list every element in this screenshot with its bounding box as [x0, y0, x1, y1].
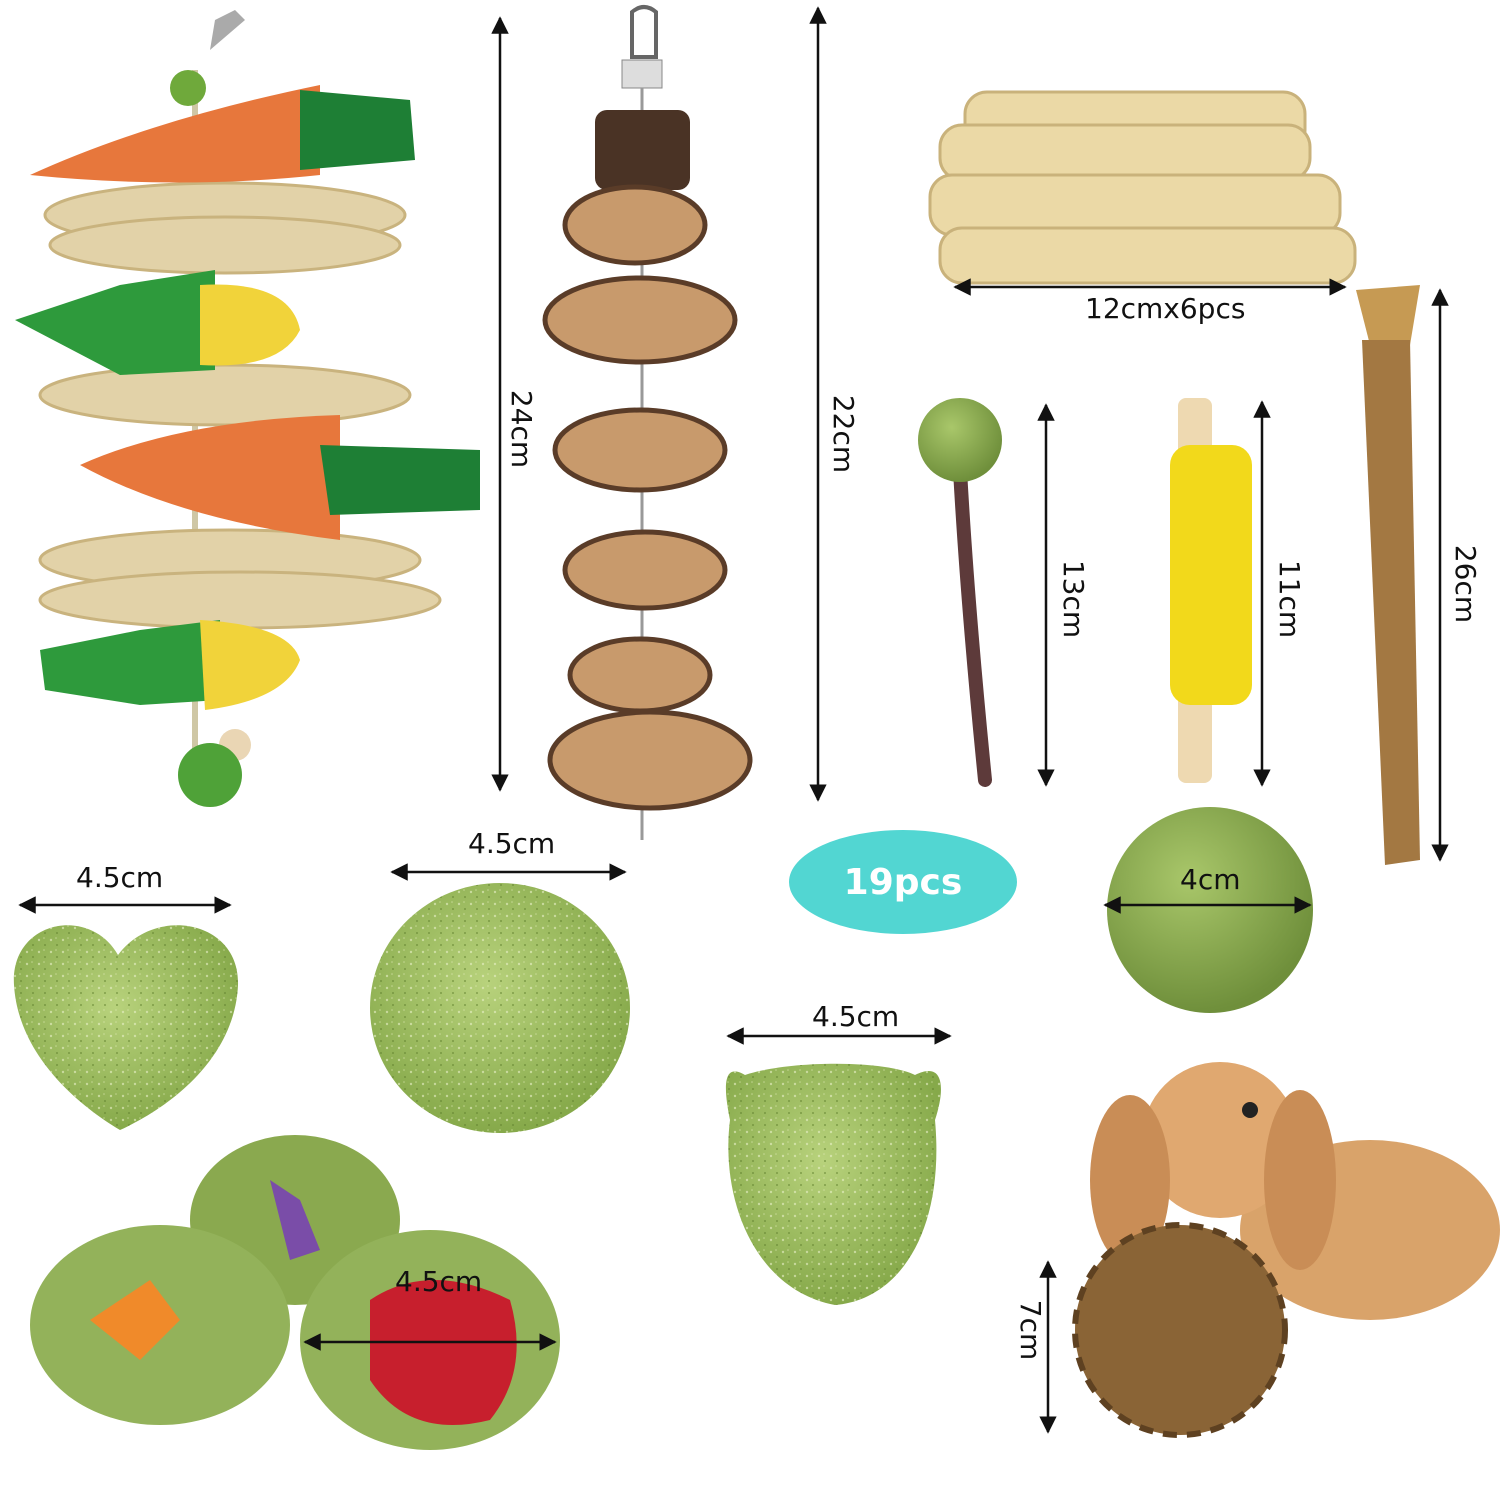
round-cake-size-label: 4.5cm [468, 827, 556, 860]
hanging-wood-toy [542, 5, 753, 840]
grass-lolly-length-label: 13cm [1057, 559, 1091, 639]
piece-count-text: 19pcs [843, 861, 963, 903]
bear-cake-size-label: 4.5cm [812, 1000, 900, 1033]
grass-ball [1107, 807, 1313, 1013]
yellow-stick-length-label: 11cm [1273, 559, 1307, 639]
woven-ball-size-label: 7cm [1014, 1299, 1048, 1361]
grass-ball-stick [918, 398, 1002, 787]
grass-woven-stick [1356, 285, 1420, 865]
round-grass-cake [370, 883, 630, 1133]
paper-wrapped-stick [1170, 398, 1252, 783]
sticks-length-label: 12cmx6pcs [1085, 292, 1246, 325]
sweet-bamboo-sticks [928, 90, 1357, 285]
bear-grass-cake [725, 1063, 941, 1305]
heart-grass-cake [13, 925, 239, 1130]
flower-cakes-size-label: 4.5cm [395, 1265, 483, 1298]
piece-count-badge: 19pcs [789, 830, 1017, 934]
hanging-carrot-toy [15, 10, 480, 807]
hang-carrot-length-label: 24cm [505, 389, 539, 469]
heart-cake-size-label: 4.5cm [76, 861, 164, 894]
hang-wood-length-label: 22cm [827, 394, 861, 474]
grass-stick-length-label: 26cm [1449, 544, 1483, 624]
ball-size-label: 4cm [1180, 863, 1241, 896]
bunny-with-woven-ball [1072, 1062, 1500, 1438]
dimension-lines [18, 6, 1449, 1434]
